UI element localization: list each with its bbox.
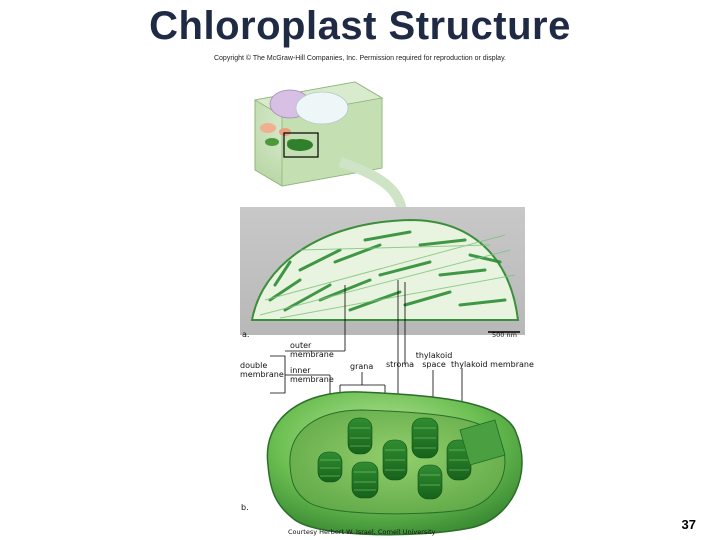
image-credit: Courtesy Herbert W. Israel, Cornell Univ…: [288, 528, 436, 536]
selection-box: [283, 132, 319, 158]
scale-bar-label: 500 nm: [492, 331, 517, 339]
inner-membrane-label: inner membrane: [290, 366, 334, 384]
zoom-arrow: [338, 157, 407, 213]
electron-micrograph: [240, 207, 525, 335]
stroma-label: stroma: [386, 360, 415, 369]
slide-title: Chloroplast Structure: [149, 4, 571, 48]
panel-a-label: a.: [242, 330, 250, 339]
thylakoid-space-label: thylakoid space: [415, 351, 453, 369]
thylakoid-membrane-label: thylakoid membrane: [451, 360, 534, 369]
double-membrane-label: double membrane: [240, 361, 284, 379]
plant-cell-illustration: [253, 81, 384, 187]
copyright-notice: Copyright © The McGraw-Hill Companies, I…: [213, 55, 506, 62]
chloroplast-illustration: [266, 391, 523, 536]
grana-label: grana: [350, 362, 374, 371]
panel-b-label: b.: [241, 503, 249, 512]
outer-membrane-label: outer membrane: [290, 341, 334, 359]
page-number: 37: [681, 517, 696, 532]
